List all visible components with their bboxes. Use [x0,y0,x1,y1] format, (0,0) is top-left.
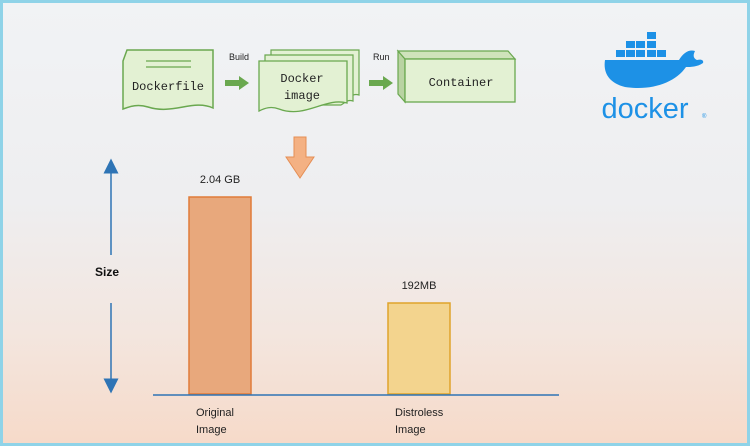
dockerfile-box: Dockerfile [122,49,214,111]
run-arrow-shape [369,76,393,90]
down-arrow-icon [285,136,315,179]
container-box: Container [396,49,517,104]
docker-wordmark: docker [601,93,688,125]
bar-2 [387,302,451,395]
docker-registered-mark: ® [702,113,707,120]
category-label: Image [395,424,426,436]
category-label: Distroless [395,407,444,419]
run-label: Run [373,52,390,62]
size-axis: Size [95,158,119,394]
build-label: Build [229,52,249,62]
category-label: Image [196,424,227,436]
docker-image-box: Docker image [258,49,360,113]
docker-image-label-line2: image [284,89,320,103]
docker-image-label-line1: Docker [280,72,323,86]
dockerfile-label: Dockerfile [132,80,204,94]
bar-1 [188,196,252,395]
size-label: Size [95,265,119,279]
bar-value-label: 192MB [402,280,437,292]
category-label: Original [196,407,234,419]
docker-logo: docker ® [601,32,707,125]
docker-whale-icon [604,32,704,89]
build-arrow: Build [225,52,249,90]
bar-value-label: 2.04 GB [200,174,240,186]
container-label: Container [429,76,494,90]
build-arrow-shape [225,76,249,90]
diagram-canvas: Dockerfile Build Docker image Run Contai… [95,32,707,436]
run-arrow: Run [369,52,393,90]
